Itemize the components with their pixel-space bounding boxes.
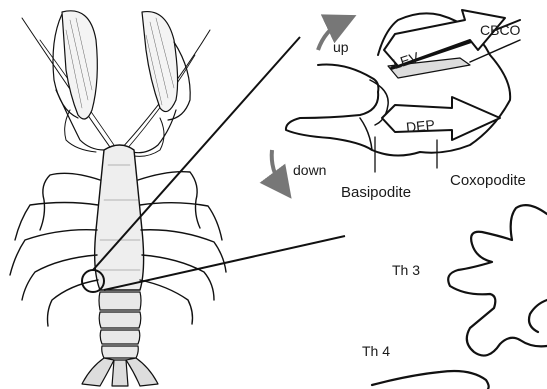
label-up: up <box>333 39 349 55</box>
label-th3: Th 3 <box>392 262 420 278</box>
legs-right <box>138 172 226 324</box>
down-arrow-icon <box>272 150 282 186</box>
thorax-outline <box>372 205 547 389</box>
label-cbco: CBCO <box>480 22 521 38</box>
label-basipodite: Basipodite <box>341 184 411 201</box>
tail-fan <box>82 358 158 386</box>
label-coxopodite: Coxopodite <box>450 172 526 189</box>
label-th4: Th 4 <box>362 343 390 359</box>
dep-arrow <box>382 97 500 140</box>
label-dep: DEP <box>405 116 435 135</box>
carapace <box>95 145 144 290</box>
legs-left <box>10 173 100 326</box>
left-claw <box>53 11 104 152</box>
right-claw <box>132 12 190 157</box>
crayfish-illustration <box>10 11 226 386</box>
label-down: down <box>293 162 326 178</box>
abdomen <box>99 292 141 358</box>
